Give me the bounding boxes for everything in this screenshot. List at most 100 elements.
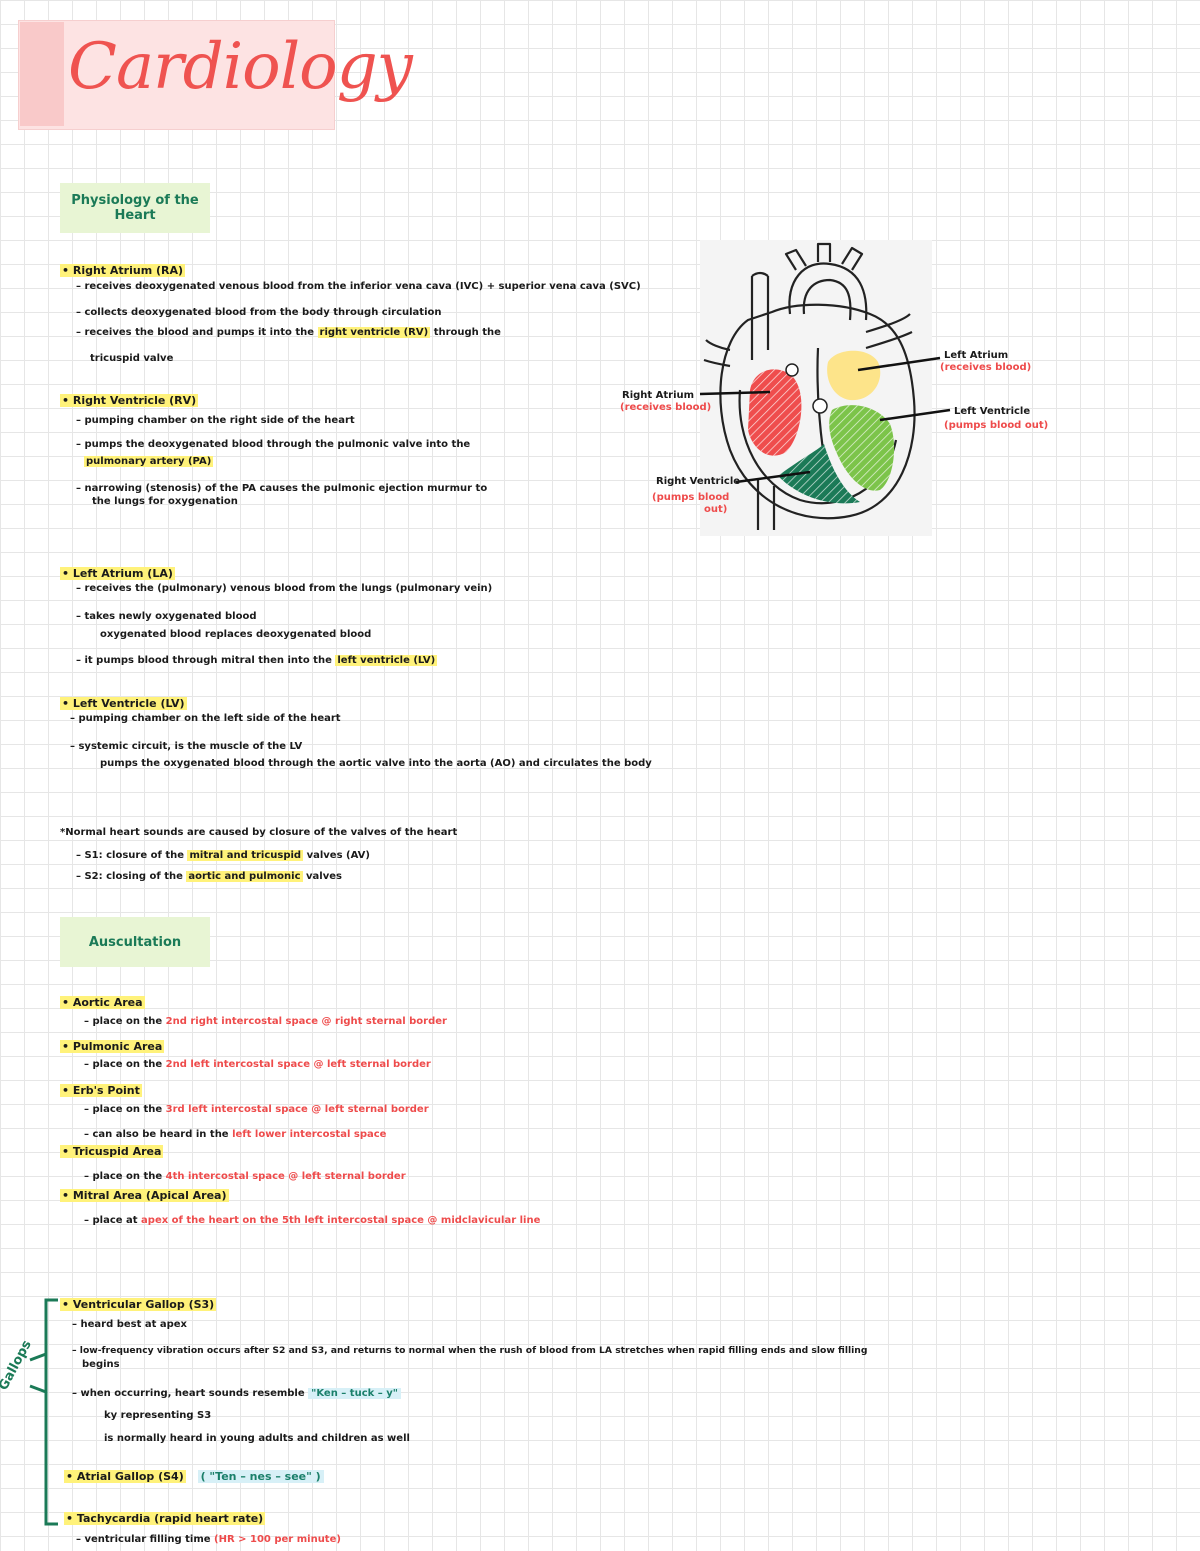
pointer-right-ventricle [735, 470, 811, 484]
label-right-atrium: Right Atrium [622, 390, 695, 401]
ra-line-3c: through the [433, 327, 501, 338]
la-line-1: – receives the (pulmonary) venous blood … [76, 583, 493, 594]
la-line-3: oxygenated blood replaces deoxygenated b… [100, 629, 372, 640]
pulmonic-valve [785, 363, 799, 377]
tc-heading: • Tachycardia (rapid heart rate) [64, 1512, 266, 1526]
label-left-ventricle: Left Ventricle [954, 406, 1031, 417]
ra-line-1: – receives deoxygenated venous blood fro… [76, 281, 641, 292]
rv-heading-text: • Right Ventricle (RV) [60, 394, 199, 407]
la-line-4a: – it pumps blood through mitral then int… [76, 655, 332, 666]
la-heading: • Left Atrium (LA) [60, 567, 175, 581]
pulmonic-line-1: – place on the 2nd left intercostal spac… [84, 1058, 431, 1072]
s1-line-c: valves (AV) [306, 850, 370, 861]
vg-line-3b: "Ken – tuck – y" [308, 1388, 401, 1399]
section-heading-auscultation-text: Auscultation [88, 934, 182, 950]
ag-heading: • Atrial Gallop (S4) ( "Ten – nes – see"… [64, 1470, 324, 1484]
erbs-line-1b: 3rd left intercostal space @ left sterna… [165, 1104, 429, 1115]
tricuspid-heading: • Tricuspid Area [60, 1145, 164, 1159]
lv-line-1: – pumping chamber on the left side of th… [70, 713, 341, 724]
mitral-heading: • Mitral Area (Apical Area) [60, 1189, 229, 1203]
tricuspid-line-1b: 4th intercostal space @ left sternal bor… [165, 1171, 406, 1182]
pulmonic-heading: • Pulmonic Area [60, 1040, 165, 1054]
section-heading-physiology: Physiology of the Heart [60, 183, 210, 233]
mitral-line-1: – place at apex of the heart on the 5th … [84, 1214, 540, 1228]
vg-line-1: – heard best at apex [72, 1319, 188, 1330]
ag-heading-text: • Atrial Gallop (S4) [64, 1470, 186, 1483]
heart-diagram [703, 242, 916, 530]
erbs-line-1: – place on the 3rd left intercostal spac… [84, 1103, 429, 1117]
erbs-line-1a: – place on the [84, 1104, 163, 1115]
heart-label-pointers [699, 356, 951, 484]
mitral-line-1a: – place at [84, 1215, 138, 1226]
label-left-atrium: Left Atrium [944, 350, 1009, 361]
label-right-ventricle: Right Ventricle [656, 476, 741, 487]
page-title: Cardiology [68, 30, 413, 104]
erbs-line-2: – can also be heard in the left lower in… [84, 1128, 386, 1142]
la-heading-text: • Left Atrium (LA) [60, 567, 175, 580]
heart-sounds-note: *Normal heart sounds are caused by closu… [60, 827, 458, 838]
aortic-heading-text: • Aortic Area [60, 996, 145, 1009]
tricuspid-heading-text: • Tricuspid Area [60, 1145, 164, 1158]
aortic-line-1b: 2nd right intercostal space @ right ster… [165, 1016, 447, 1027]
rv-line-2b: pulmonary artery (PA) [84, 455, 214, 469]
rv-line-3: – narrowing (stenosis) of the PA causes … [76, 483, 488, 494]
ra-line-2: – collects deoxygenated blood from the b… [76, 307, 442, 318]
ra-heading: • Right Atrium (RA) [60, 264, 186, 278]
tricuspid-line-1: – place on the 4th intercostal space @ l… [84, 1170, 406, 1184]
label-left-atrium-sub: (receives blood) [940, 362, 1032, 373]
lv-line-3: pumps the oxygenated blood through the a… [100, 758, 652, 769]
mitral-heading-text: • Mitral Area (Apical Area) [60, 1189, 229, 1202]
s1-line-a: – S1: closure of the [76, 850, 184, 861]
s1-line-b: mitral and tricuspid [187, 850, 304, 861]
ra-line-3a: – receives the blood and pumps it into t… [76, 327, 315, 338]
erbs-heading: • Erb's Point [60, 1084, 142, 1098]
title-box [18, 20, 335, 130]
lv-heading-text: • Left Ventricle (LV) [60, 697, 187, 710]
label-right-atrium-sub: (receives blood) [620, 402, 712, 413]
tricuspid-line-1a: – place on the [84, 1171, 163, 1182]
pointer-left-atrium [857, 356, 941, 372]
tc-line-1a: – ventricular filling time [76, 1534, 211, 1545]
s2-line: – S2: closing of the aortic and pulmonic… [76, 870, 342, 884]
s2-line-a: – S2: closing of the [76, 871, 183, 882]
erbs-line-2b: left lower intercostal space [232, 1129, 387, 1140]
tc-line-1: – ventricular filling time (HR > 100 per… [76, 1533, 341, 1547]
erbs-heading-text: • Erb's Point [60, 1084, 142, 1097]
vg-line-2b: begins [82, 1359, 120, 1370]
la-line-2: – takes newly oxygenated blood [76, 611, 257, 622]
rv-line-4: the lungs for oxygenation [92, 496, 238, 507]
label-right-ventricle-sub-1: (pumps blood [652, 492, 730, 503]
tc-heading-text: • Tachycardia (rapid heart rate) [64, 1512, 266, 1525]
erbs-line-2a: – can also be heard in the [84, 1129, 229, 1140]
section-heading-auscultation: Auscultation [60, 917, 210, 967]
rv-heading: • Right Ventricle (RV) [60, 394, 199, 408]
pointer-right-atrium [699, 390, 771, 396]
tc-line-1b: (HR > 100 per minute) [214, 1534, 341, 1545]
lv-line-2: – systemic circuit, is the muscle of the… [70, 741, 303, 752]
rv-line-2b-text: pulmonary artery (PA) [84, 456, 214, 467]
ra-line-4: tricuspid valve [90, 353, 174, 364]
aortic-valve [812, 398, 828, 414]
pulmonic-line-1a: – place on the [84, 1059, 163, 1070]
aortic-line-1a: – place on the [84, 1016, 163, 1027]
s2-line-c: valves [306, 871, 342, 882]
heart-outline [719, 303, 916, 520]
aortic-line-1: – place on the 2nd right intercostal spa… [84, 1015, 447, 1029]
vg-line-3a: – when occurring, heart sounds resemble [72, 1388, 305, 1399]
aortic-arch [788, 262, 868, 321]
s1-line: – S1: closure of the mitral and tricuspi… [76, 849, 370, 863]
label-left-ventricle-sub: (pumps blood out) [944, 420, 1049, 431]
lv-heading: • Left Ventricle (LV) [60, 697, 187, 711]
la-line-4b: left ventricle (LV) [335, 655, 438, 666]
ag-tag: ( "Ten – nes – see" ) [197, 1470, 324, 1483]
s2-line-b: aortic and pulmonic [186, 871, 303, 882]
pulmonic-heading-text: • Pulmonic Area [60, 1040, 165, 1053]
rv-line-2: – pumps the deoxygenated blood through t… [76, 439, 471, 450]
gallops-bracket [29, 1298, 58, 1526]
la-line-4: – it pumps blood through mitral then int… [76, 654, 438, 668]
bracket-line [44, 1298, 58, 1526]
title-accent-strip [20, 22, 64, 126]
vg-line-4: ky representing S3 [104, 1410, 212, 1421]
vg-heading-text: • Ventricular Gallop (S3) [60, 1298, 217, 1311]
pointer-left-ventricle [879, 408, 951, 422]
